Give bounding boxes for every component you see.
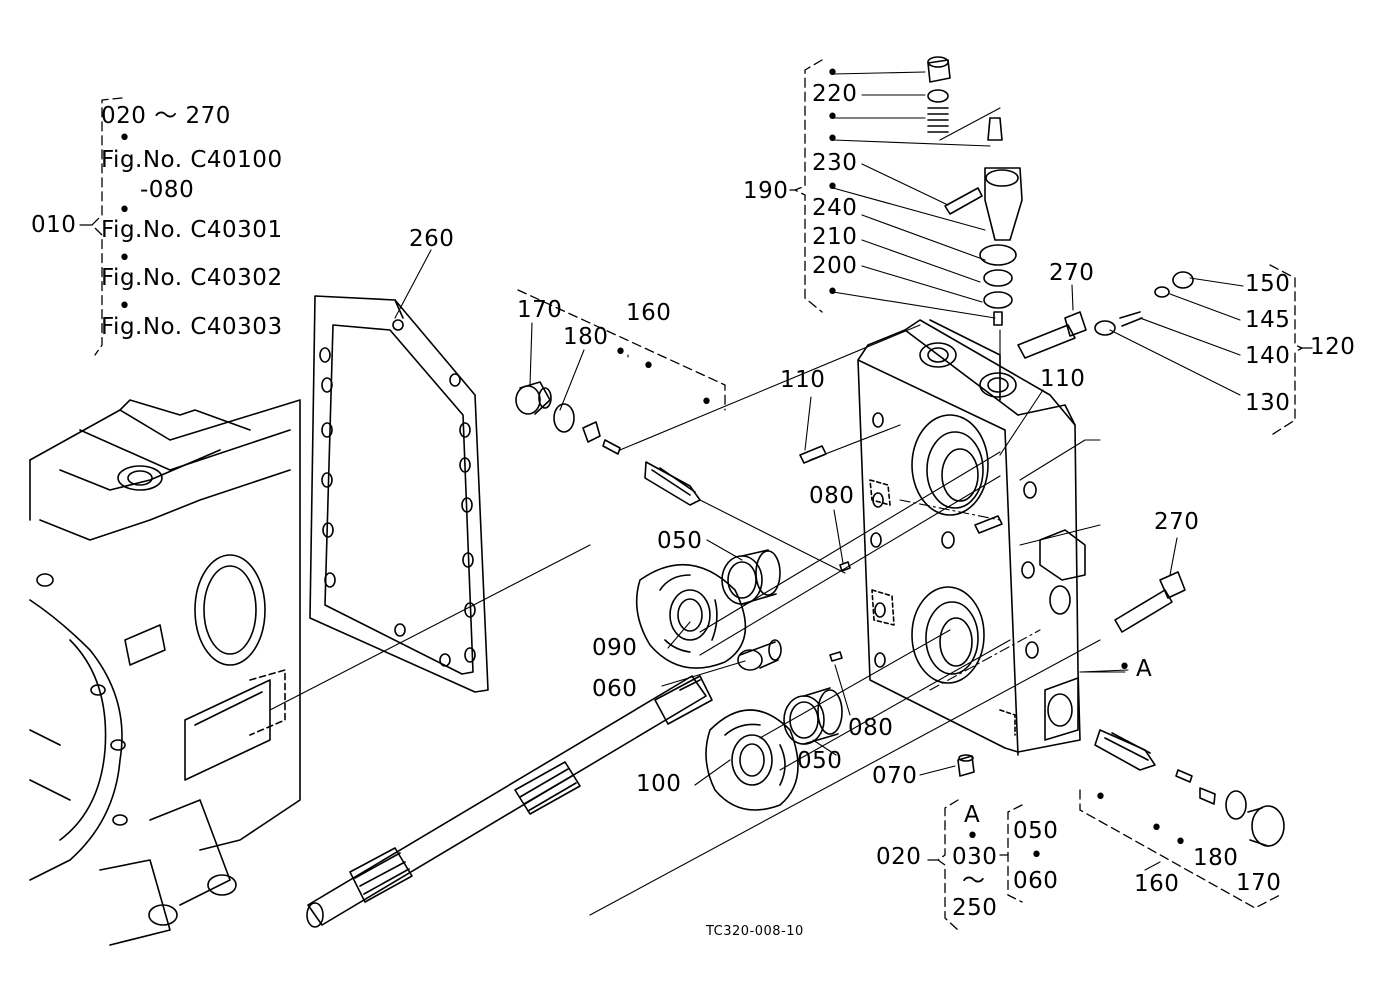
group-020-marker: A [964,802,981,828]
callout-130: 130 [1245,390,1291,416]
callout-240: 240 [812,195,858,221]
side-plate-100 [705,709,799,811]
bushing-050-bottom [783,687,843,745]
callout-170-right: 170 [1236,870,1282,896]
callout-190: 190 [743,178,789,204]
callout-090: 090 [592,635,638,661]
bolts-and-plugs [1017,271,1194,633]
group-010-ref-2: -080 [140,177,195,203]
group-010-ref-4: Fig.No. C40302 [101,265,283,291]
callout-080-bottom: 080 [848,715,894,741]
group-010-ref-5: Fig.No. C40303 [101,314,283,340]
group-020-sub-1: 050 [1013,818,1059,844]
callout-150: 150 [1245,271,1291,297]
callout-220: 220 [812,81,858,107]
group-020-to: 250 [952,895,998,921]
callout-270-right: 270 [1154,509,1200,535]
group-020-number: 020 [876,844,922,870]
drawing-code: TC320-008-10 [706,924,804,939]
callout-145: 145 [1245,307,1291,333]
transmission-housing [29,399,301,946]
relief-valve-190 [927,56,1023,326]
bracket-ticks [79,189,1313,861]
callout-170-left: 170 [517,297,563,323]
callout-260: 260 [409,226,455,252]
group-020-from: 030 [952,844,998,870]
group-010-number: 010 [31,212,77,238]
main-shaft [306,675,713,928]
callout-080-top: 080 [809,483,855,509]
group-020-tilde: ～ [962,868,986,894]
callout-110-left: 110 [780,367,826,393]
bushing-060 [737,639,782,671]
callout-110-right: 110 [1040,366,1086,392]
callout-140: 140 [1245,343,1291,369]
group-010-ref-3: Fig.No. C40301 [101,217,283,243]
callout-A: A [1136,656,1153,682]
valve-assembly-left [515,381,701,506]
callout-230: 230 [812,150,858,176]
center-lines [269,107,1126,916]
group-010-ref-1: Fig.No. C40100 [101,147,283,173]
valve-assembly-right [1094,729,1285,847]
callout-050-top: 050 [657,528,703,554]
callout-200: 200 [812,253,858,279]
callout-180-left: 180 [563,324,609,350]
callout-210: 210 [812,224,858,250]
callout-050-bottom: 050 [797,748,843,774]
pins [799,445,1003,777]
leader-lines [394,71,1244,871]
callout-070: 070 [872,763,918,789]
group-020-sub-2: 060 [1013,868,1059,894]
callout-060: 060 [592,676,638,702]
callout-120: 120 [1310,334,1356,360]
gasket-260 [309,295,489,693]
pump-housing [857,319,1086,756]
callout-160-right: 160 [1134,871,1180,897]
callout-160-left: 160 [626,300,672,326]
callout-270-top: 270 [1049,260,1095,286]
callout-180-right: 180 [1193,845,1239,871]
side-plate-090 [635,563,747,669]
callout-100: 100 [636,771,682,797]
bushing-050-top [721,549,781,605]
group-010-range: 020 ～ 270 [101,103,231,129]
